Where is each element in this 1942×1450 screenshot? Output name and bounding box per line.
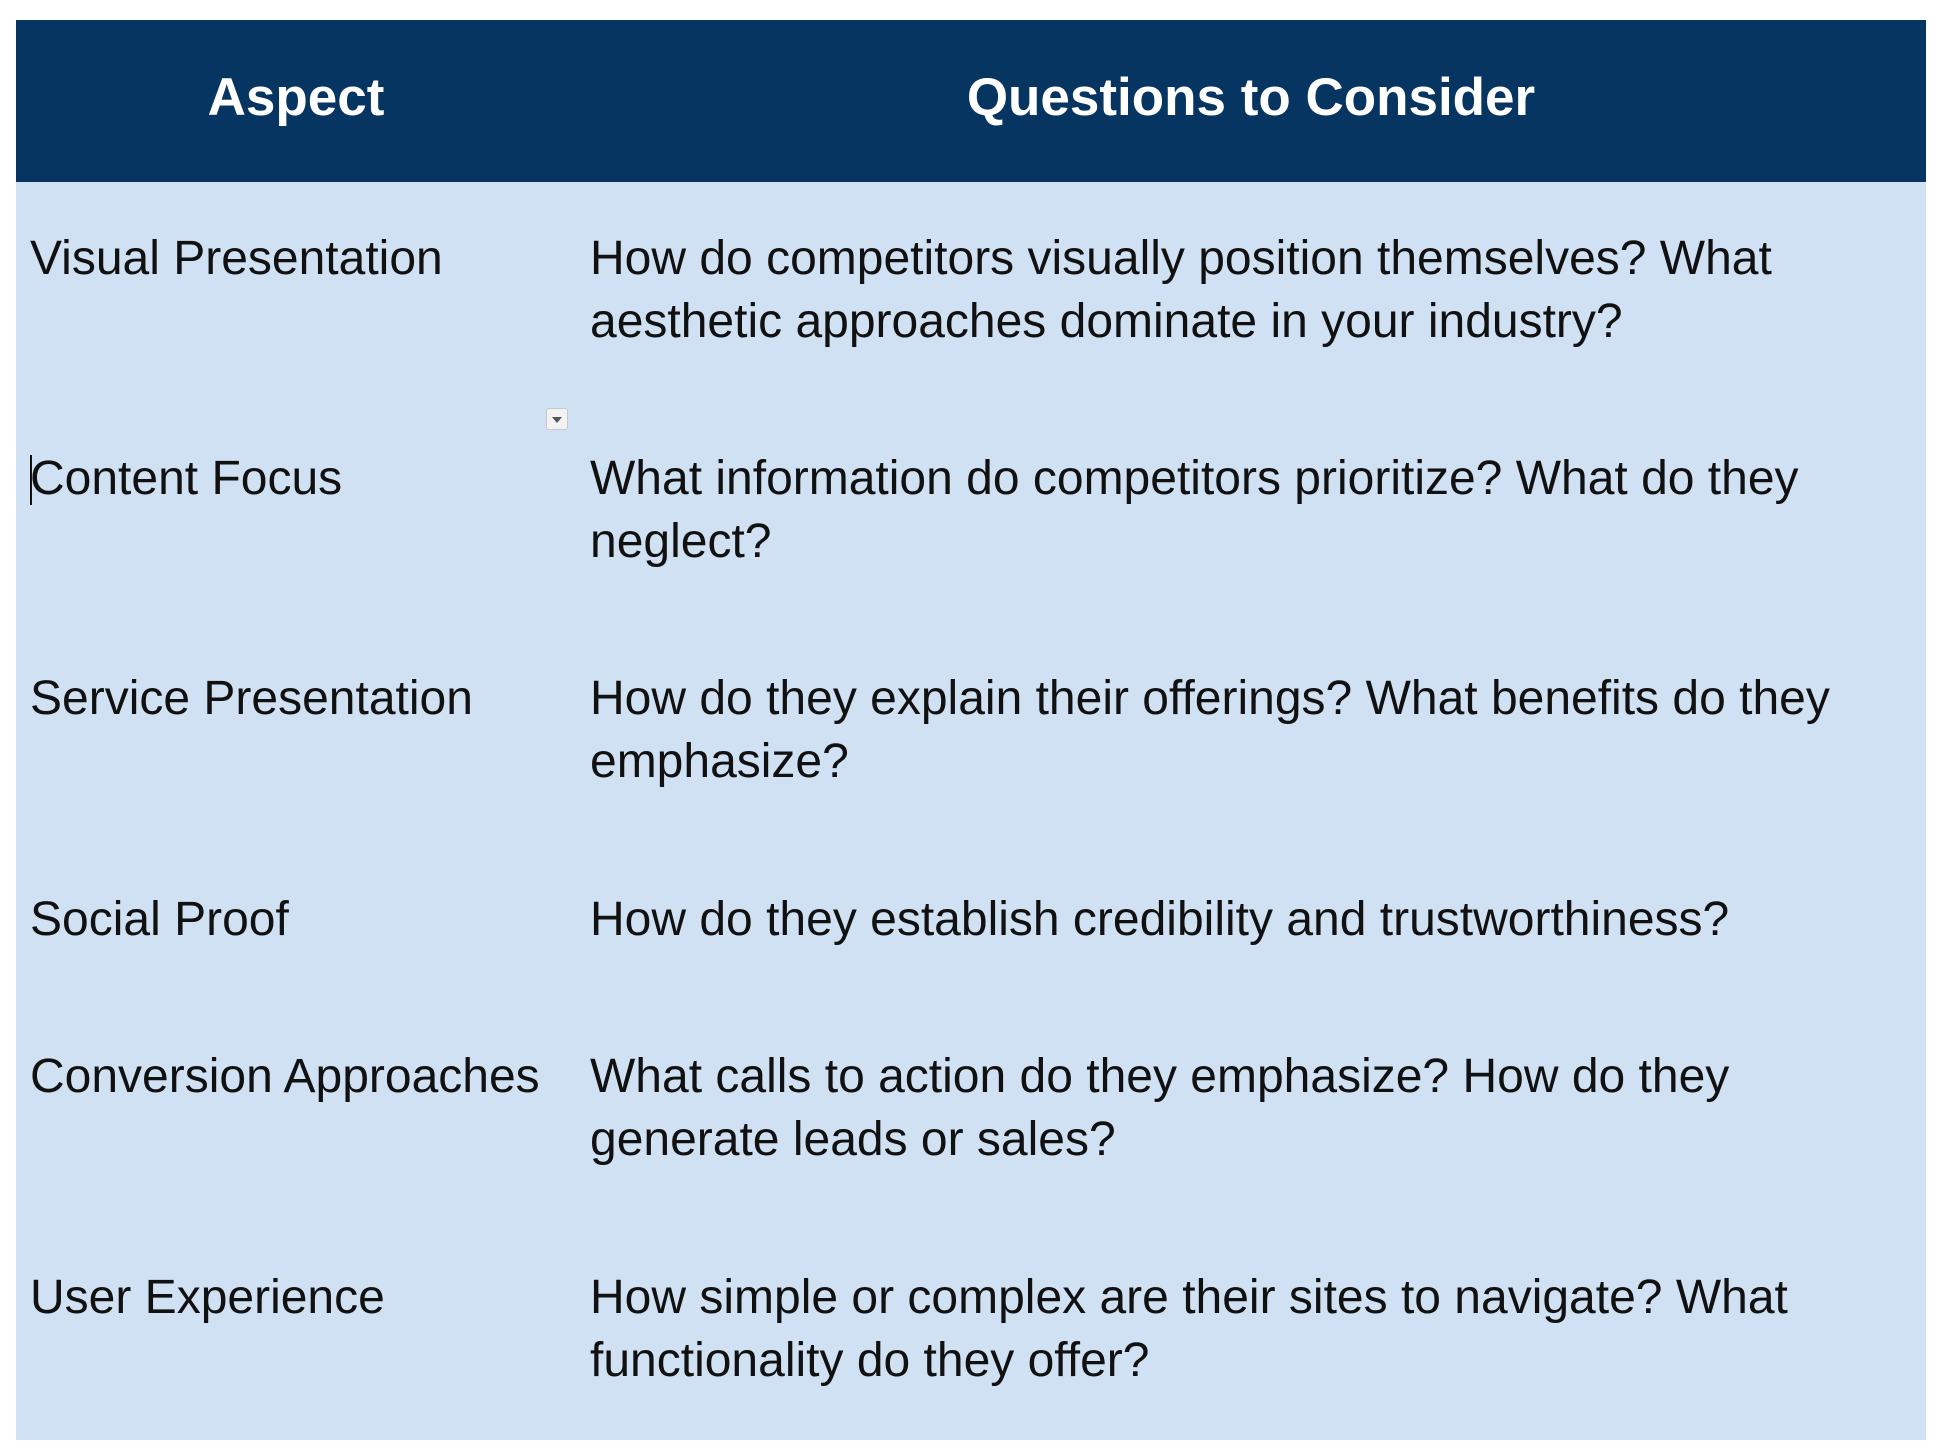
chevron-down-icon[interactable]: [546, 408, 568, 430]
aspect-cell[interactable]: Content Focus: [30, 452, 343, 505]
questions-cell[interactable]: What calls to action do they emphasize? …: [590, 1050, 1730, 1166]
table-sheet: Aspect Questions to Consider Visual Pres…: [16, 20, 1926, 1440]
dropdown-triangle: [552, 417, 562, 423]
aspect-cell[interactable]: Service Presentation: [30, 672, 473, 725]
header-aspect[interactable]: Aspect: [207, 68, 385, 127]
questions-cell[interactable]: How do they establish credibility and tr…: [590, 893, 1730, 946]
text-cursor: [30, 455, 32, 505]
aspect-cell[interactable]: User Experience: [30, 1271, 385, 1324]
aspect-cell[interactable]: Social Proof: [30, 893, 289, 946]
aspect-cell[interactable]: Visual Presentation: [30, 232, 443, 285]
aspect-cell[interactable]: Conversion Approaches: [30, 1050, 540, 1103]
questions-cell[interactable]: How simple or complex are their sites to…: [590, 1271, 1788, 1387]
questions-cell[interactable]: How do they explain their offerings? Wha…: [590, 672, 1830, 788]
questions-cell[interactable]: What information do competitors prioriti…: [590, 452, 1799, 568]
header-questions[interactable]: Questions to Consider: [966, 68, 1536, 127]
table-header-row: Aspect Questions to Consider: [16, 20, 1926, 182]
questions-cell[interactable]: How do competitors visually position the…: [590, 232, 1772, 348]
